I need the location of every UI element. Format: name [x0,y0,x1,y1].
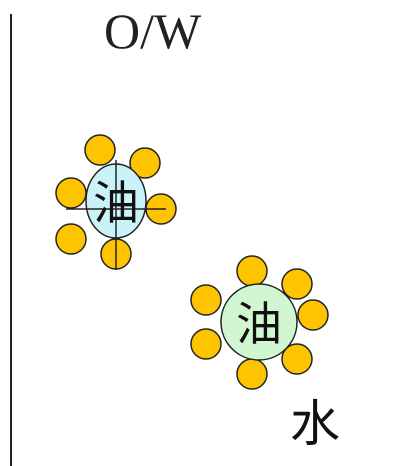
surfactant-head [55,177,87,209]
page-title: O/W [104,3,202,59]
surfactant-head [236,358,268,390]
surfactant-head [190,284,222,316]
surfactant-head [55,223,87,255]
surfactant-head [281,343,313,375]
oil-label: 油 [236,297,282,351]
surfactant-head [281,268,313,300]
surfactant-head [236,255,268,287]
oil-droplet-1: 油 [55,134,177,270]
water-label: 水 [290,395,340,453]
oil-label: 油 [93,176,139,230]
surfactant-head [297,299,329,331]
surfactant-head [190,328,222,360]
oil-core [220,283,298,361]
surfactant-head [84,134,116,166]
oil-droplet-2: 油 [190,255,329,390]
surfactant-head [129,147,161,179]
